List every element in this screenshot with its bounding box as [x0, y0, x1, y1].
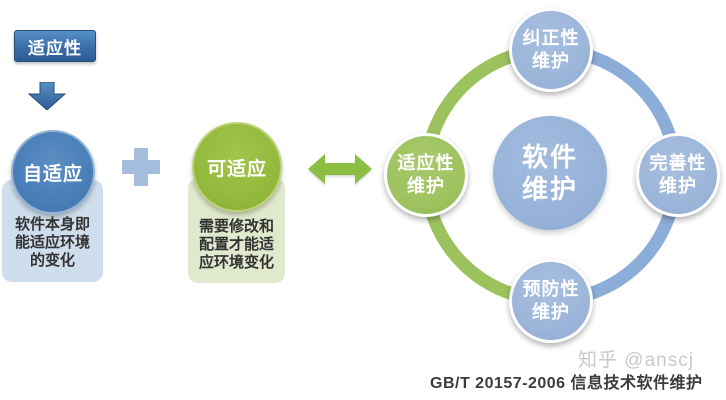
hub-center-line: 软件: [521, 142, 578, 172]
node-label-line: 预防性: [522, 279, 580, 299]
self-adaptive-circle: 自适应: [11, 130, 95, 214]
self-adaptive-desc-line: 能适应环境: [14, 234, 90, 251]
adaptable-desc-line: 配置才能适: [198, 236, 274, 253]
node-adaptive-maintenance: 适应性 维护: [384, 133, 468, 217]
node-label-line: 维护: [532, 302, 570, 322]
node-label-line: 完善性: [649, 153, 707, 173]
adaptability-badge: 适应性: [14, 30, 96, 62]
adaptable-desc-line: 应环境变化: [198, 254, 274, 271]
node-corrective-maintenance: 纠正性 维护: [509, 8, 593, 92]
node-label-line: 适应性: [397, 153, 455, 173]
node-label-line: 纠正性: [522, 28, 580, 48]
down-arrow-icon: [28, 82, 66, 110]
self-adaptive-desc-line: 软件本身即: [14, 216, 90, 233]
node-label-line: 维护: [532, 51, 570, 71]
standard-caption: GB/T 20157-2006 信息技术软件维护: [430, 375, 703, 392]
node-label-line: 维护: [659, 176, 697, 196]
adaptable-circle: 可适应: [192, 122, 282, 212]
double-arrow-icon: [308, 154, 372, 184]
node-label-line: 维护: [407, 176, 445, 196]
self-adaptive-desc-line: 的变化: [29, 252, 75, 269]
hub-center-software-maintenance: 软件 维护: [493, 116, 607, 230]
zhihu-watermark: 知乎 @anscj: [578, 350, 694, 371]
hub-center-line: 维护: [521, 174, 578, 204]
node-perfective-maintenance: 完善性 维护: [636, 133, 720, 217]
node-preventive-maintenance: 预防性 维护: [509, 259, 593, 343]
adaptable-desc-line: 需要修改和: [198, 218, 274, 235]
plus-icon: [122, 148, 160, 186]
